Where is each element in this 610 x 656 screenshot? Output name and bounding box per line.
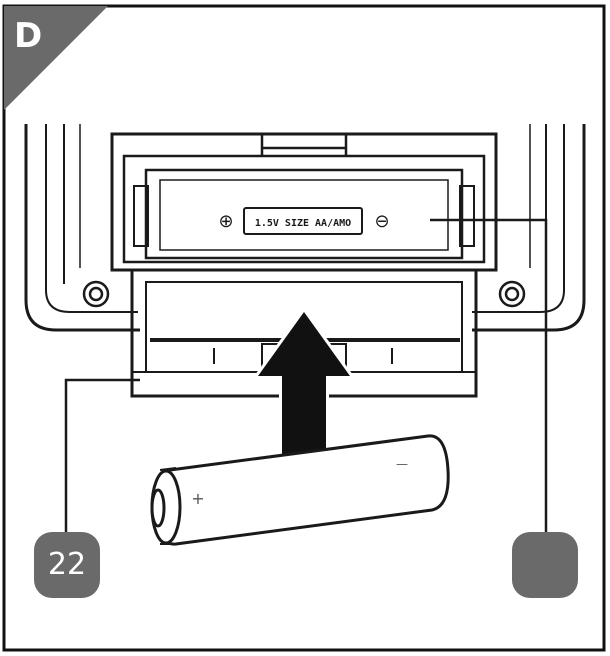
step-letter: D — [14, 16, 43, 56]
compartment-label-group: ⊕ 1.5V SIZE AA/AMO ⊖ — [218, 207, 390, 235]
device-housing — [24, 124, 586, 332]
callout-badge-right — [512, 532, 578, 598]
screw-icon — [82, 280, 526, 308]
battery-compartment — [110, 132, 498, 272]
aa-battery: + — — [150, 434, 450, 546]
callout-badge-left: 22 — [34, 532, 100, 598]
battery-plus-mark: + — [191, 489, 204, 508]
step-corner-triangle — [4, 6, 108, 110]
leader-lines — [64, 218, 548, 532]
battery-minus-mark: — — [396, 457, 408, 471]
compartment-plus-symbol: ⊕ — [218, 211, 233, 232]
compartment-minus-symbol: ⊖ — [374, 211, 389, 232]
compartment-polarity-label: 1.5V SIZE AA/AMO — [255, 218, 351, 229]
